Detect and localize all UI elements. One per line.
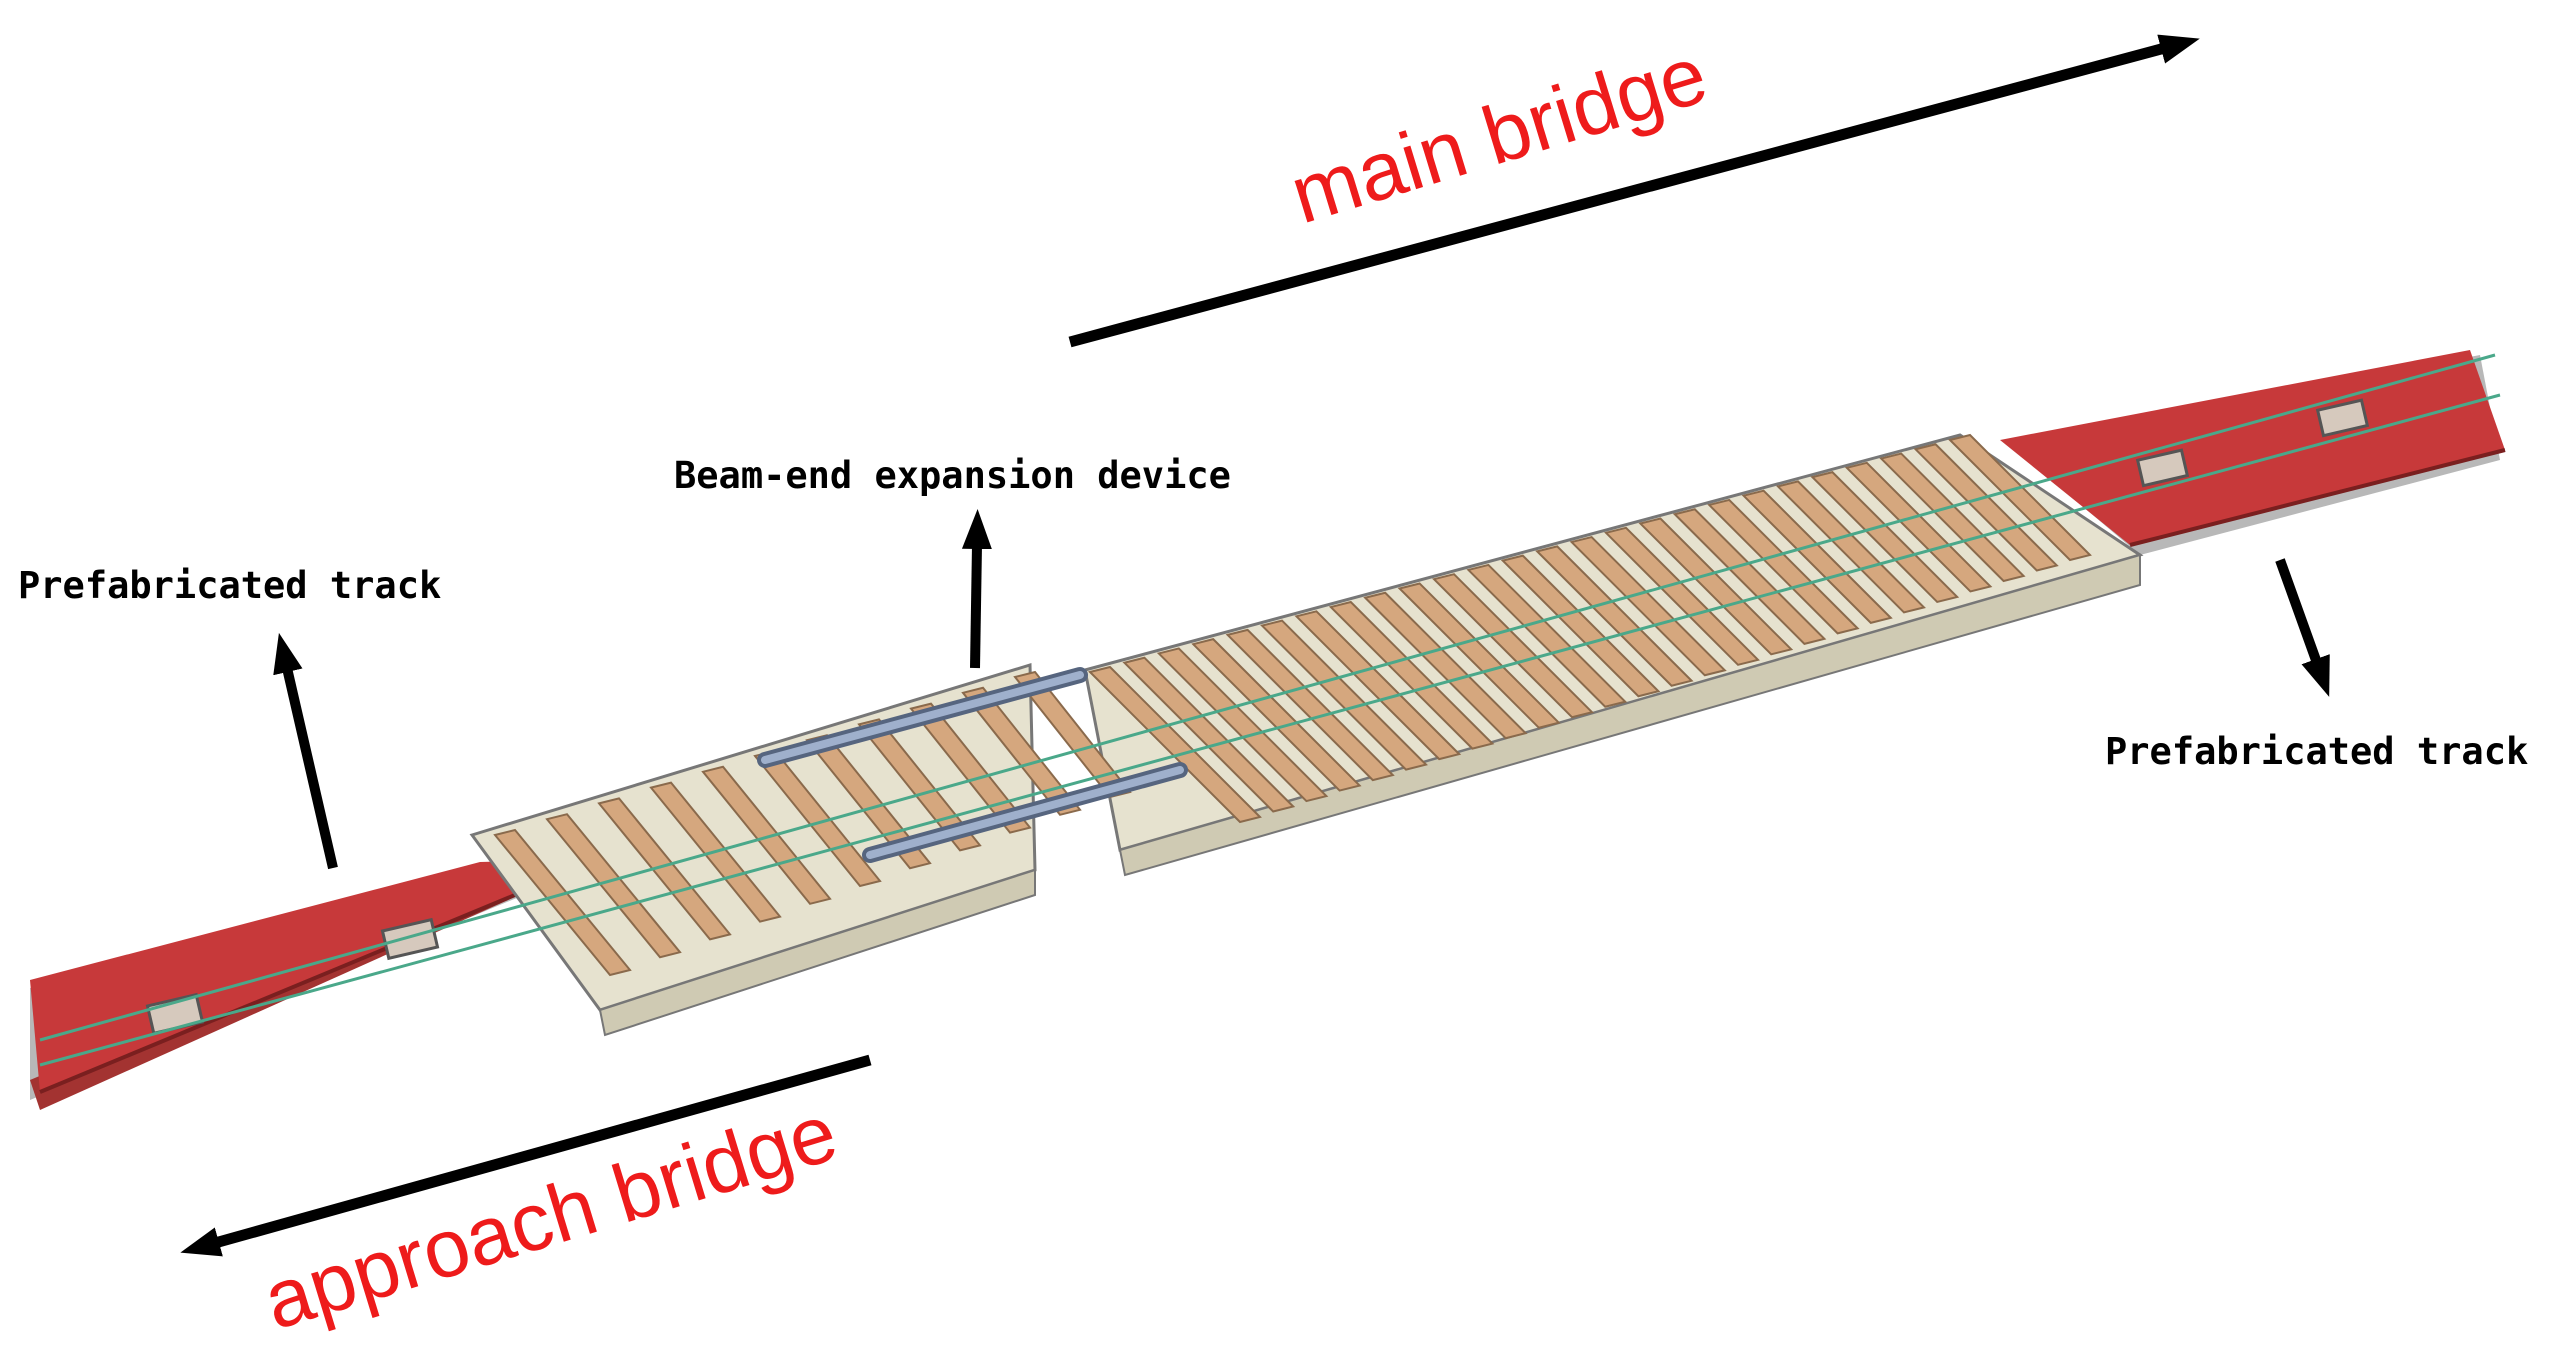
rails — [39, 353, 2501, 1067]
arrows — [180, 34, 2330, 1257]
approach-bridge-deck — [469, 662, 1037, 1037]
sleeper — [1466, 563, 1628, 708]
expansion-device-beams — [757, 667, 1188, 863]
sleeper — [1156, 647, 1329, 803]
sleeper — [1569, 535, 1727, 677]
sleeper — [1672, 508, 1827, 645]
sleeper — [701, 765, 832, 905]
track-right-label: Prefabricated track — [2105, 730, 2528, 773]
sleeper — [1122, 656, 1296, 813]
sleeper — [1638, 517, 1794, 656]
sleeper — [1604, 526, 1760, 666]
sleeper — [1088, 665, 1262, 824]
track-left-arrow — [273, 632, 338, 870]
sleeper — [1948, 433, 2092, 562]
sleeper — [1397, 582, 1561, 729]
sleeper — [961, 686, 1082, 816]
expansion-device-arrow — [961, 509, 992, 669]
main-bridge-arrow — [1068, 34, 2200, 348]
approach-bridge-arrow — [180, 1054, 872, 1257]
track-left-label: Prefabricated track — [18, 564, 441, 607]
sleeper — [1741, 489, 1893, 624]
sleeper — [1294, 610, 1462, 761]
sleeper — [1913, 443, 2059, 572]
sleeper — [1328, 600, 1495, 750]
sleeper — [1363, 591, 1528, 740]
sleeper — [1707, 498, 1860, 635]
sleeper — [545, 813, 682, 959]
approach-bridge-label: approach bridge — [254, 1087, 847, 1347]
sleepers — [493, 433, 2092, 977]
sleeper — [1225, 628, 1395, 782]
track-right-arrow — [2275, 558, 2330, 697]
sleeper — [909, 702, 1032, 834]
sleeper — [1500, 554, 1661, 698]
main-bridge-label: main bridge — [1281, 29, 1717, 241]
sleeper — [1260, 619, 1428, 771]
sleeper — [493, 828, 632, 977]
sleeper — [1535, 545, 1694, 687]
prefabricated-track-left — [30, 858, 581, 1110]
sleeper — [1191, 638, 1362, 792]
sleeper — [1776, 480, 1926, 614]
sleeper — [1432, 573, 1594, 719]
expansion-device-label: Beam-end expansion device — [674, 454, 1231, 497]
